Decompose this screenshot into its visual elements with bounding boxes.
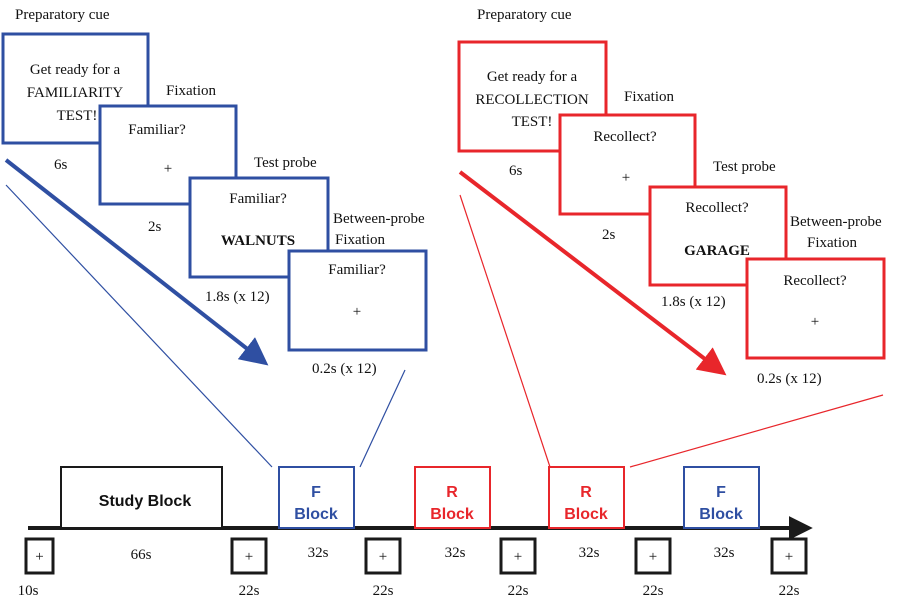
- fixation-box-3-cross: +: [379, 549, 387, 565]
- between-label-line-2: Fixation: [807, 235, 858, 251]
- between-screen: [745, 257, 886, 360]
- probe-word: WALNUTS: [221, 233, 295, 249]
- fixation-box-4-cross: +: [514, 549, 522, 565]
- recollection-sequence: Preparatory cue Get ready for a RECOLLEC…: [457, 7, 886, 468]
- f-block-2-word: Block: [699, 506, 743, 523]
- cue-text-line-2: FAMILIARITY: [27, 85, 124, 101]
- fixation-box-1-cross: +: [35, 549, 43, 565]
- r-block-1-word: Block: [430, 506, 474, 523]
- between-label-line-2: Fixation: [335, 232, 386, 248]
- f-block-2: [683, 466, 760, 529]
- between-prompt: Familiar?: [328, 262, 386, 278]
- f-block-2-letter: F: [716, 484, 726, 501]
- fixation-label: Fixation: [166, 83, 217, 99]
- block-duration-1: 32s: [308, 545, 329, 561]
- r-block-2-word: Block: [564, 506, 608, 523]
- f-block-1-word: Block: [294, 506, 338, 523]
- timeline: Study Block F Block R Block R Block F Bl…: [18, 466, 813, 599]
- probe-word: GARAGE: [684, 243, 750, 259]
- time-arrow: [4, 158, 269, 366]
- probe-time: 1.8s (x 12): [661, 294, 726, 310]
- probe-prompt: Familiar?: [229, 191, 287, 207]
- familiarity-sequence: Preparatory cue Get ready for a FAMILIAR…: [1, 7, 428, 468]
- between-label-line-1: Between-probe: [333, 211, 425, 227]
- between-label-line-1: Between-probe: [790, 214, 882, 230]
- between-cross: +: [353, 304, 361, 320]
- r-block-1: [414, 466, 491, 529]
- fixation-time-6: 22s: [779, 583, 800, 599]
- cue-text-line-2: RECOLLECTION: [475, 92, 588, 108]
- f-block-1-letter: F: [311, 484, 321, 501]
- cue-screen: [1, 32, 150, 145]
- probe-label: Test probe: [254, 155, 317, 171]
- block-duration-2: 32s: [445, 545, 466, 561]
- study-block: [60, 466, 223, 529]
- probe-prompt: Recollect?: [685, 200, 749, 216]
- fixation-prompt: Recollect?: [593, 129, 657, 145]
- fixation-box-4: +: [499, 537, 537, 575]
- fixation-box-5: +: [634, 537, 672, 575]
- between-time: 0.2s (x 12): [312, 361, 377, 377]
- between-cross: +: [811, 314, 819, 330]
- between-screen: [287, 249, 428, 352]
- study-block-label: Study Block: [99, 493, 192, 510]
- probe-screen: [648, 185, 788, 287]
- zoom-line-left: [5, 184, 273, 468]
- time-arrow: [458, 170, 727, 376]
- fixation-time-5: 22s: [643, 583, 664, 599]
- cue-label: Preparatory cue: [15, 7, 110, 23]
- zoom-line-right: [629, 394, 884, 468]
- fixation-time-4: 22s: [508, 583, 529, 599]
- fixation-box-6-cross: +: [785, 549, 793, 565]
- fixation-box-5-cross: +: [649, 549, 657, 565]
- fixation-time: 2s: [602, 227, 616, 243]
- cue-time: 6s: [509, 163, 523, 179]
- fixation-box-2: +: [230, 537, 268, 575]
- fixation-time-3: 22s: [373, 583, 394, 599]
- cue-text-line-3: TEST!: [512, 114, 553, 130]
- study-duration: 66s: [131, 547, 152, 563]
- fixation-time: 2s: [148, 219, 162, 235]
- probe-time: 1.8s (x 12): [205, 289, 270, 305]
- probe-label: Test probe: [713, 159, 776, 175]
- fixation-label: Fixation: [624, 89, 675, 105]
- fixation-cross: +: [164, 161, 172, 177]
- r-block-1-letter: R: [446, 484, 458, 501]
- fixation-cross: +: [622, 170, 630, 186]
- r-block-2: [548, 466, 625, 529]
- fixation-time-1: 10s: [18, 583, 39, 599]
- between-prompt: Recollect?: [783, 273, 847, 289]
- fixation-time-2: 22s: [239, 583, 260, 599]
- zoom-line-right: [359, 369, 406, 468]
- cue-time: 6s: [54, 157, 68, 173]
- fixation-box-2-cross: +: [245, 549, 253, 565]
- zoom-line-left: [459, 194, 551, 468]
- fixation-box-3: +: [364, 537, 402, 575]
- r-block-2-letter: R: [580, 484, 592, 501]
- block-duration-3: 32s: [579, 545, 600, 561]
- fixation-box-1: +: [24, 537, 55, 575]
- f-block-1: [278, 466, 355, 529]
- cue-text-line-1: Get ready for a: [30, 62, 121, 78]
- cue-label: Preparatory cue: [477, 7, 572, 23]
- cue-text-line-3: TEST!: [57, 108, 98, 124]
- between-time: 0.2s (x 12): [757, 371, 822, 387]
- cue-text-line-1: Get ready for a: [487, 69, 578, 85]
- block-duration-4: 32s: [714, 545, 735, 561]
- fixation-prompt: Familiar?: [128, 122, 186, 138]
- fixation-box-6: +: [770, 537, 808, 575]
